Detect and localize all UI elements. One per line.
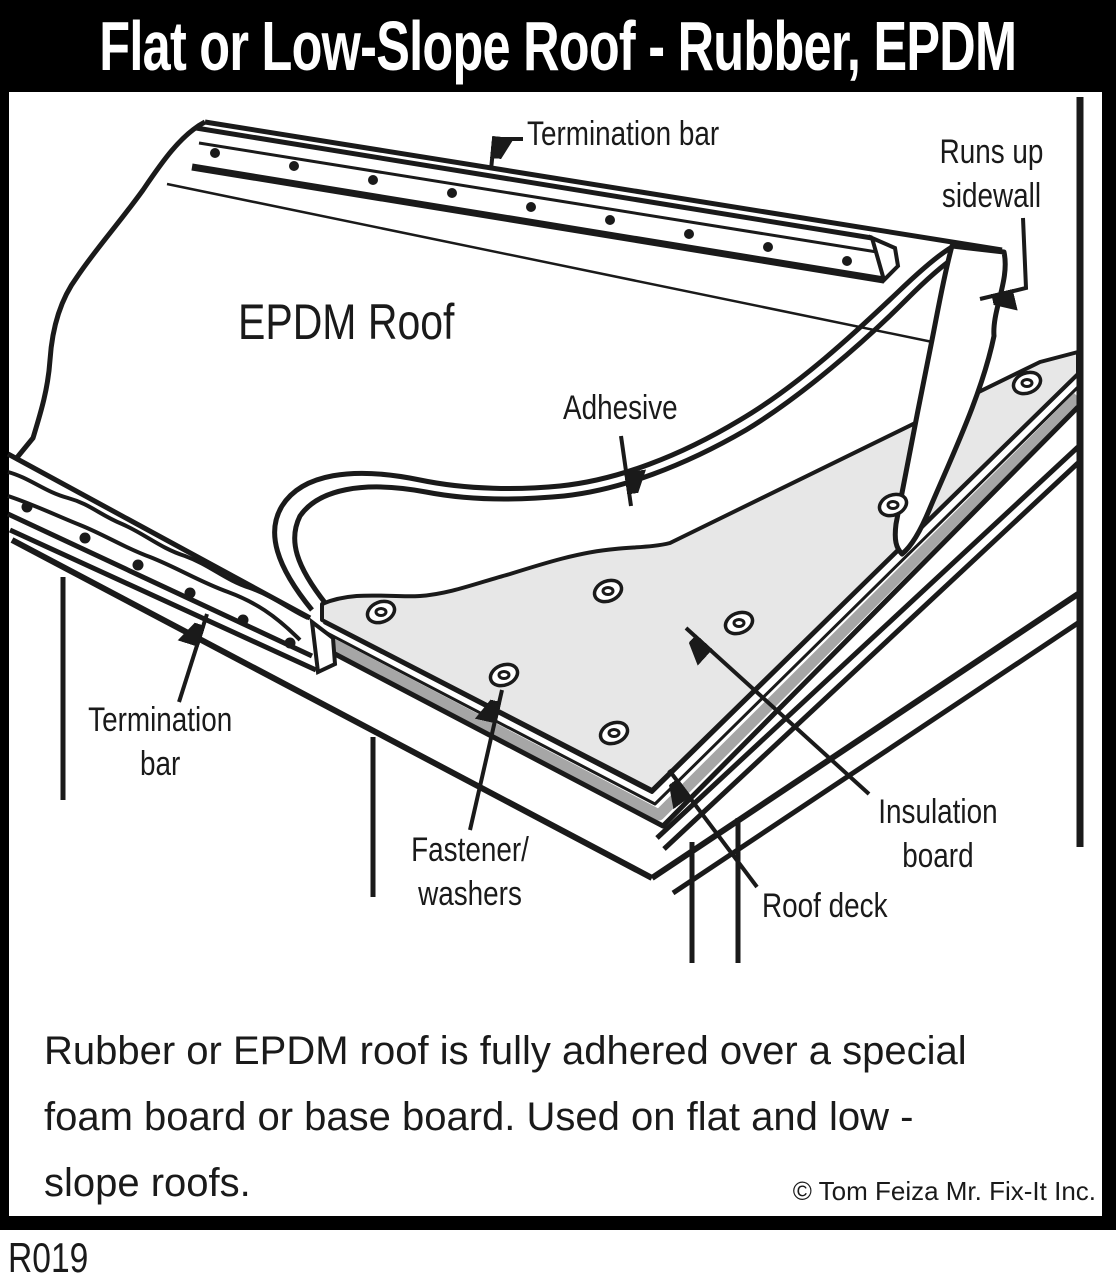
label-adhesive: Adhesive: [563, 389, 678, 427]
sidewall-flap: [892, 243, 1008, 557]
leader-termination-bar-top: [489, 139, 523, 171]
left-bar-fasteners: [21, 501, 296, 649]
frame-left-border: [0, 92, 9, 1230]
label-fastener-washers: Fastener/ washers: [411, 831, 529, 913]
title-bar: Flat or Low-Slope Roof - Rubber, EPDM: [0, 0, 1116, 92]
leader-runs-up-sidewall: [979, 217, 1029, 299]
termination-bar-top-drawing: [191, 125, 901, 284]
top-bar-fasteners: [210, 148, 852, 266]
label-runs-up-sidewall: Runs up sidewall: [939, 133, 1044, 215]
caption-line-1: Rubber or EPDM roof is fully adhered ove…: [44, 1029, 967, 1073]
fastener-washers-drawing: [365, 370, 1043, 746]
caption-line-3: slope roofs.: [44, 1161, 251, 1205]
leader-fastener-washers: [468, 689, 504, 831]
caption-line-2: foam board or base board. Used on flat a…: [44, 1095, 914, 1139]
caption: Rubber or EPDM roof is fully adhered ove…: [44, 1018, 1084, 1216]
epdm-membrane-outline: [13, 119, 1003, 462]
insulation-edge-layers: [323, 372, 1082, 829]
leader-adhesive: [619, 435, 631, 507]
figure-code: R019: [8, 1234, 89, 1275]
termination-bar-left-drawing: [6, 451, 338, 675]
membrane-rolled-edge: [272, 244, 962, 612]
label-insulation-board: Insulation board: [878, 793, 998, 875]
leader-insulation-board: [686, 626, 871, 796]
leader-roof-deck: [669, 768, 759, 889]
label-termination-bar-top: Termination bar: [527, 115, 720, 153]
frame-bottom-border: [0, 1216, 1116, 1230]
wall-corner-lines: [60, 577, 741, 963]
roof-deck-edges: [10, 445, 1080, 896]
leader-termination-bar-left: [177, 613, 209, 703]
page-title: Flat or Low-Slope Roof - Rubber, EPDM: [99, 7, 1018, 85]
label-roof-deck: Roof deck: [762, 887, 888, 925]
label-epdm-roof: EPDM Roof: [238, 294, 455, 350]
label-termination-bar-left: Termination bar: [88, 701, 233, 783]
copyright-notice: © Tom Feiza Mr. Fix-It Inc.: [792, 1176, 1096, 1206]
frame-right-border: [1102, 92, 1116, 1230]
